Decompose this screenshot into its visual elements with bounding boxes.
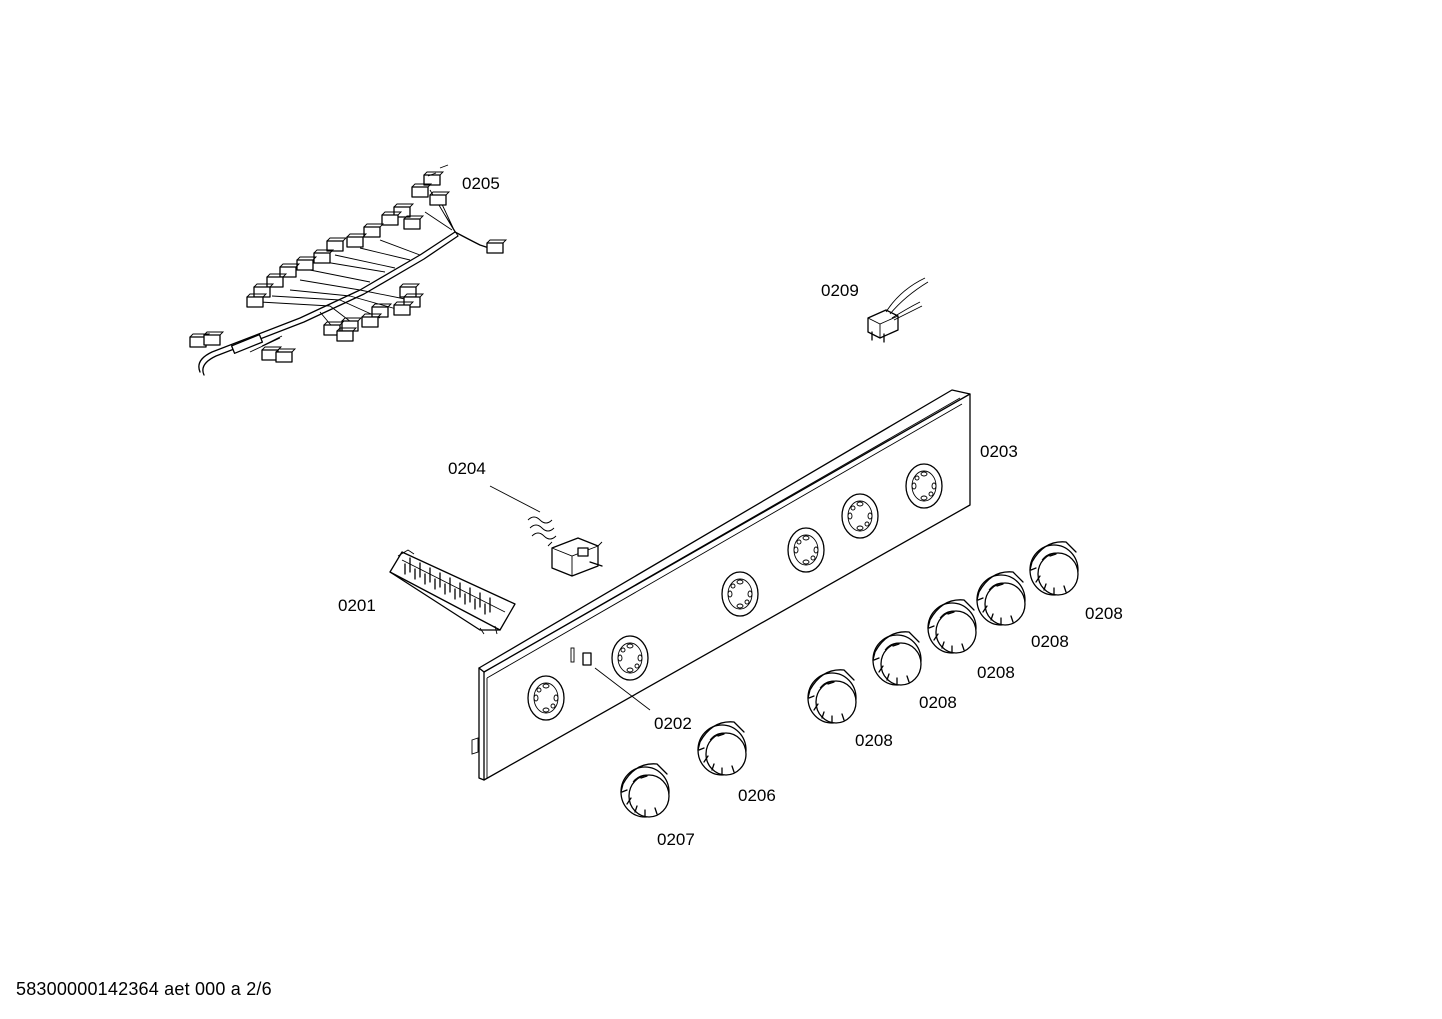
label-0208-2: 0208 bbox=[919, 693, 957, 712]
knob-0208-4 bbox=[976, 571, 1026, 626]
label-0208-4: 0208 bbox=[1031, 632, 1069, 651]
label-0205: 0205 bbox=[462, 174, 500, 193]
knob-0207 bbox=[620, 763, 670, 818]
document-id: 58300000142364 aet 000 a 2/6 bbox=[16, 979, 272, 999]
control-panel-0203 bbox=[471, 389, 971, 781]
indicator-lamp-0202 bbox=[570, 647, 651, 711]
label-0202: 0202 bbox=[654, 714, 692, 733]
label-0208-3: 0208 bbox=[977, 663, 1015, 682]
label-0206: 0206 bbox=[738, 786, 776, 805]
label-0201: 0201 bbox=[338, 596, 376, 615]
knob-0208-1 bbox=[807, 669, 857, 724]
knob-0206 bbox=[697, 721, 747, 776]
thermostat-0204 bbox=[489, 485, 603, 577]
knob-0208-2 bbox=[872, 631, 922, 686]
wiring-harness-0205 bbox=[189, 164, 507, 376]
knob-0208-5 bbox=[1029, 541, 1079, 596]
knob-0208-3 bbox=[927, 599, 977, 654]
label-0209: 0209 bbox=[821, 281, 859, 300]
selector-switch-0201 bbox=[389, 549, 516, 635]
label-0207: 0207 bbox=[657, 830, 695, 849]
label-0208-1: 0208 bbox=[855, 731, 893, 750]
label-0203: 0203 bbox=[980, 442, 1018, 461]
switch-0209 bbox=[867, 277, 929, 343]
label-0204: 0204 bbox=[448, 459, 486, 478]
label-0208-5: 0208 bbox=[1085, 604, 1123, 623]
